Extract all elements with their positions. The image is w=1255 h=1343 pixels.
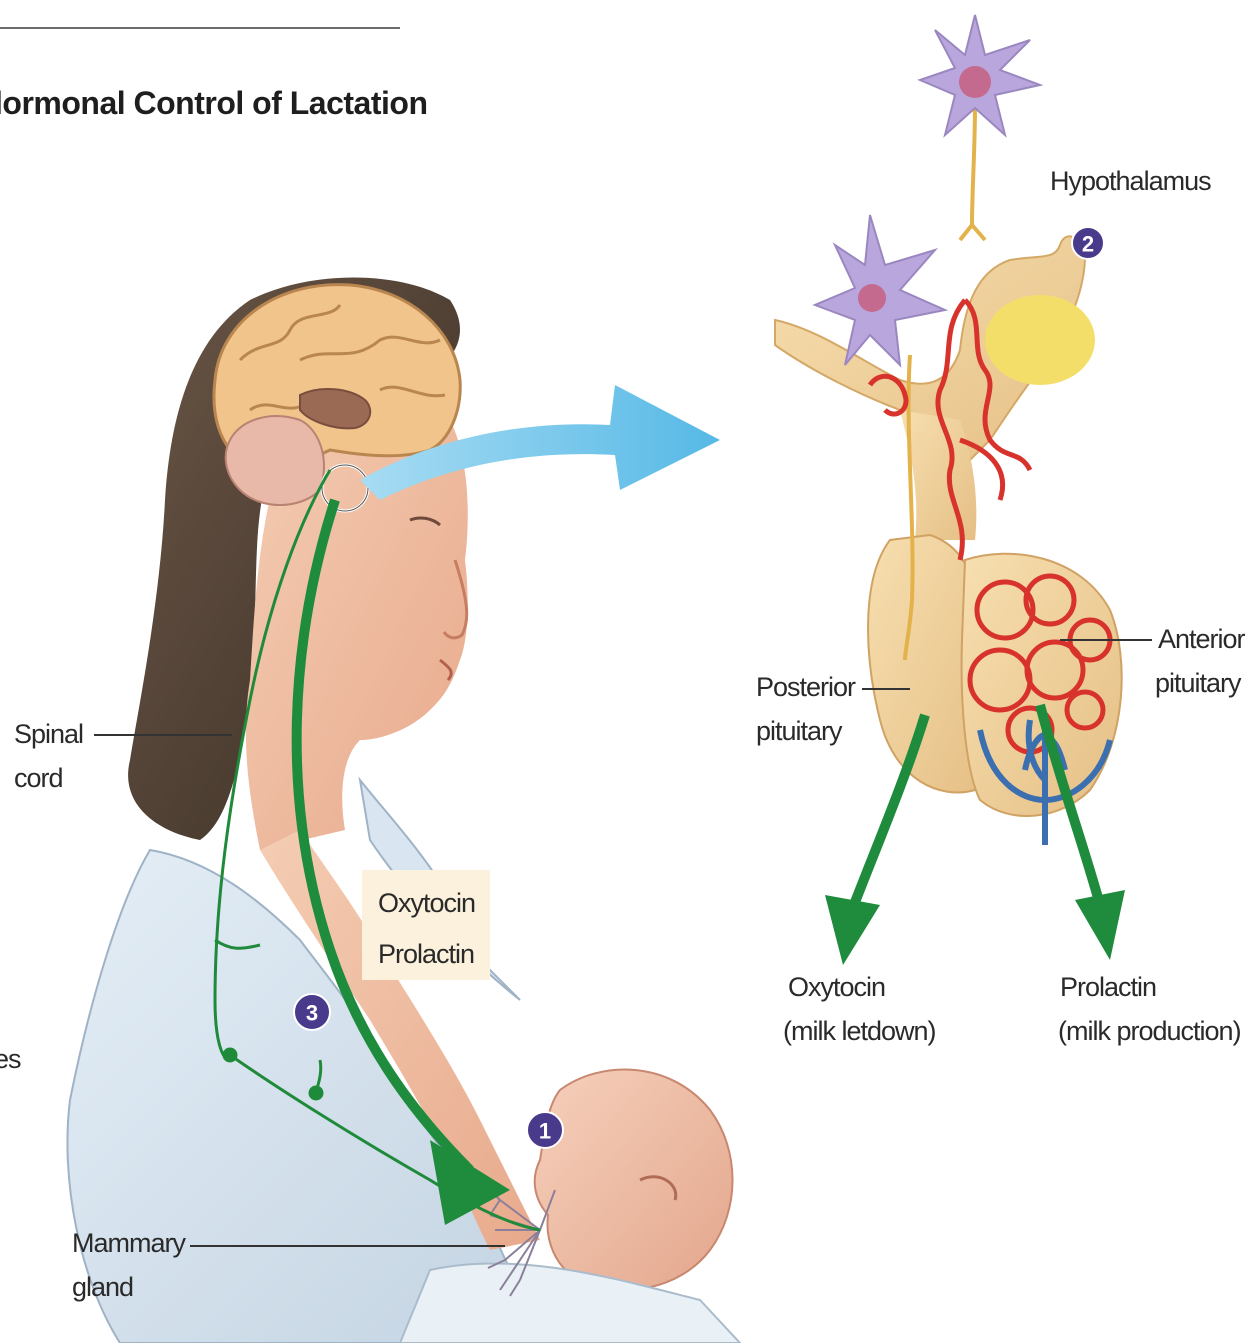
posterior-pituitary-label-line2: pituitary	[756, 716, 843, 746]
prolactin-output-label: Prolactin	[1060, 972, 1156, 1002]
step-badge-3: 3	[294, 994, 330, 1030]
diagram-title: lormonal Control of Lactation	[0, 85, 427, 121]
posterior-pituitary-label: Posterior	[756, 672, 856, 702]
prolactin-box-label: Prolactin	[378, 939, 474, 969]
svg-text:3: 3	[306, 1001, 318, 1026]
svg-text:1: 1	[539, 1119, 551, 1144]
oxytocin-box-label: Oxytocin	[378, 888, 475, 918]
step-badge-2: 2	[1072, 227, 1104, 259]
cut-off-label: es	[0, 1044, 21, 1074]
neuron-top	[920, 15, 1040, 135]
optic-chiasm	[985, 295, 1095, 385]
step-badge-1: 1	[527, 1112, 563, 1148]
oxytocin-output-label-line2: (milk letdown)	[783, 1016, 936, 1046]
mammary-gland-label-line2: gland	[72, 1272, 133, 1302]
baby	[535, 1070, 733, 1290]
oxytocin-output-arrow	[825, 715, 925, 965]
prolactin-output-label-line2: (milk production)	[1058, 1016, 1241, 1046]
spinal-cord-label-line2: cord	[14, 763, 63, 793]
anterior-pituitary-label: Anterior	[1158, 624, 1246, 654]
svg-text:2: 2	[1082, 232, 1094, 257]
oxytocin-output-label: Oxytocin	[788, 972, 885, 1002]
neuron-left	[815, 215, 945, 365]
mammary-gland-label: Mammary	[72, 1228, 186, 1258]
spinal-cord-label: Spinal	[14, 719, 83, 749]
hormone-label-box: Oxytocin Prolactin	[362, 870, 490, 980]
hypothalamus-label: Hypothalamus	[1050, 166, 1211, 196]
anterior-pituitary-label-line2: pituitary	[1155, 668, 1242, 698]
